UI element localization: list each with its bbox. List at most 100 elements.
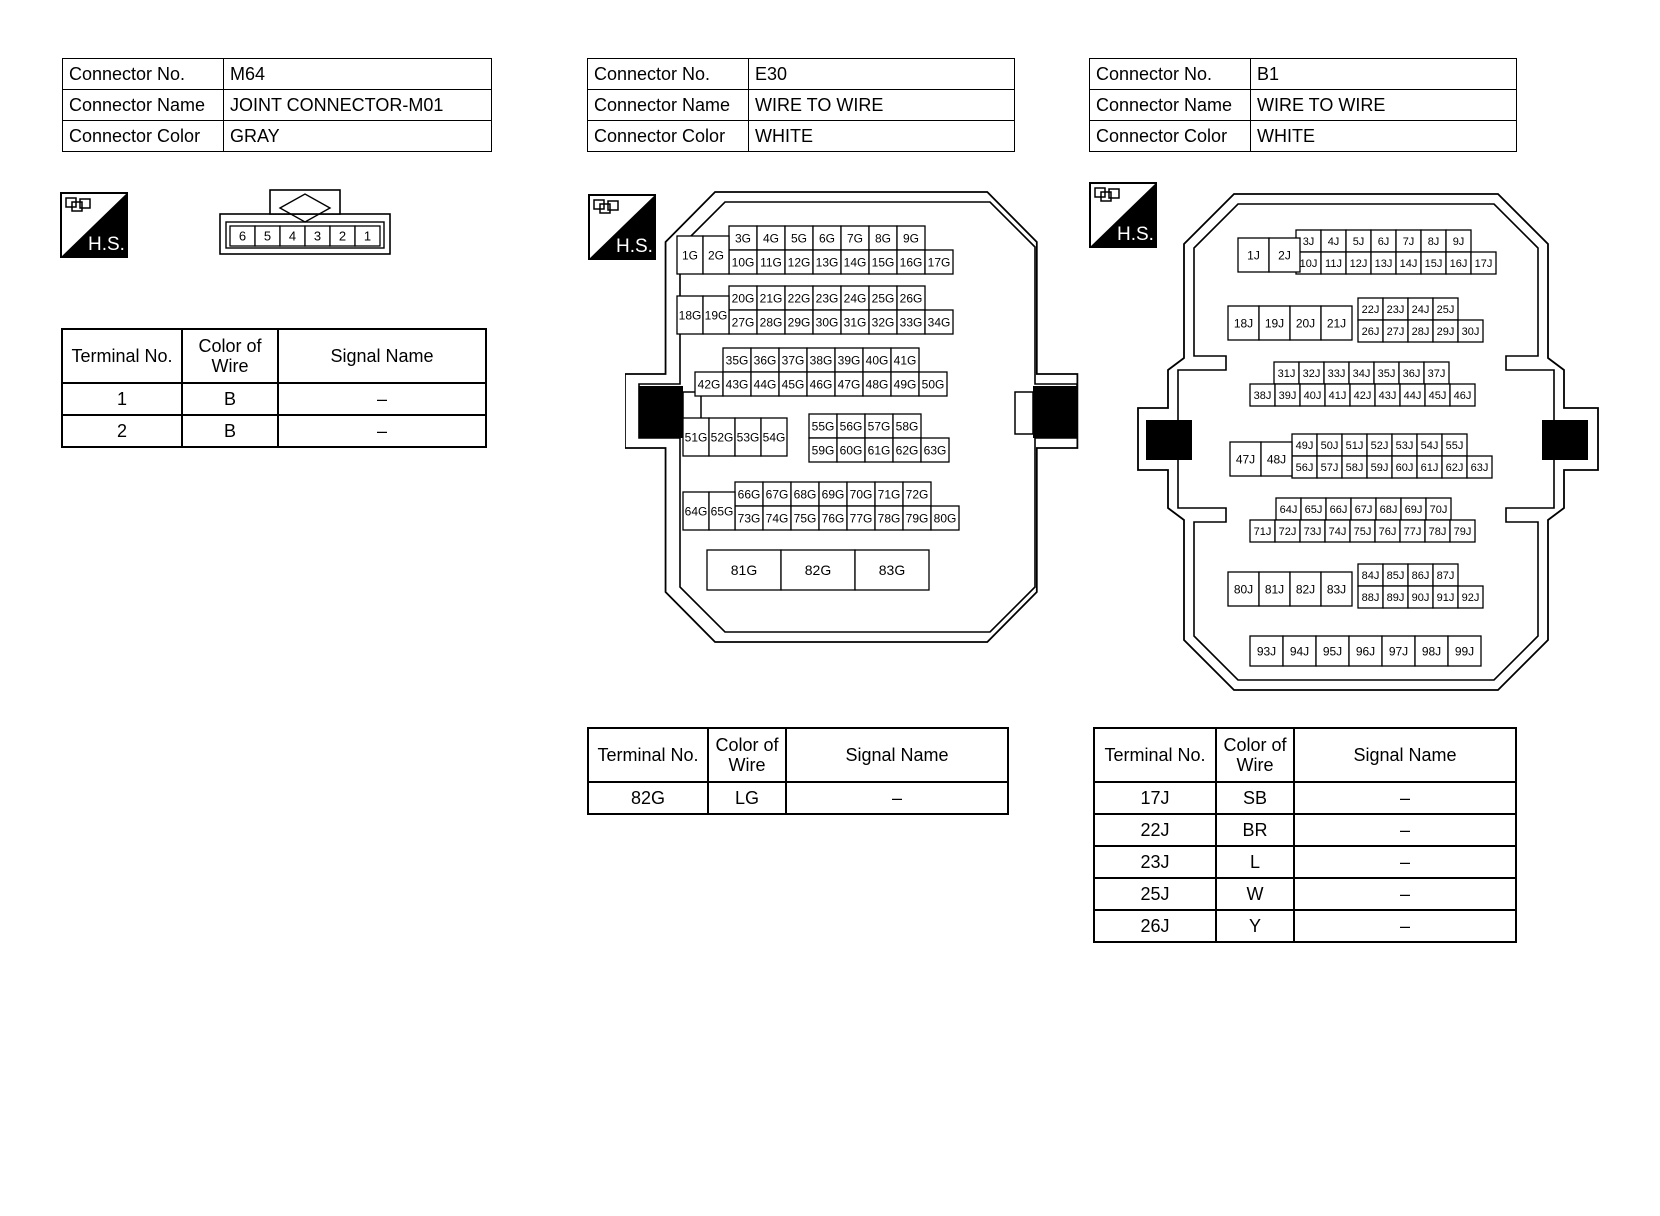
pin-label: 77G: [850, 511, 873, 525]
pin-label: 5J: [1353, 236, 1365, 248]
info-value: WHITE: [748, 120, 1015, 152]
info-value: WIRE TO WIRE: [748, 89, 1015, 121]
pin-cell: [1470, 251, 1497, 275]
signal-name-cell: –: [1293, 845, 1517, 879]
info-value: JOINT CONNECTOR-M01: [223, 89, 492, 121]
pin-label: 83G: [879, 562, 905, 578]
pin-label: 62J: [1446, 462, 1464, 474]
pin-label: 51J: [1346, 440, 1364, 452]
pin-label: 10J: [1300, 258, 1318, 270]
pin-label: 71J: [1254, 526, 1272, 538]
pin-cell: [706, 549, 782, 591]
pin-cell: [818, 481, 848, 507]
pin-label: 56J: [1296, 462, 1314, 474]
pin-label: 19G: [705, 308, 728, 322]
pin-label: 72G: [906, 487, 929, 501]
pin-cell: [1449, 383, 1476, 407]
pin-cell: [896, 309, 926, 335]
pin-label: 78J: [1429, 526, 1447, 538]
pin-label: 69G: [822, 487, 845, 501]
pin-cell: [918, 371, 948, 397]
pin-label: 35G: [726, 353, 749, 367]
pin-label: 18G: [679, 308, 702, 322]
info-value: GRAY: [223, 120, 492, 152]
pin-label: 10G: [732, 255, 755, 269]
pin-cell: [750, 347, 780, 373]
pin-cell: [784, 309, 814, 335]
pin-label: 60G: [840, 443, 863, 457]
pin-label: 88J: [1362, 592, 1380, 604]
pin-label: 23G: [816, 291, 839, 305]
pin-label: 12J: [1350, 258, 1368, 270]
pin-label: 46J: [1454, 390, 1472, 402]
wire-color-cell: SB: [1215, 781, 1295, 815]
pin-label: 12G: [788, 255, 811, 269]
pin-label: 50J: [1321, 440, 1339, 452]
pin-label: 27J: [1387, 326, 1405, 338]
info-key: Connector No.: [587, 58, 749, 90]
pin-label: 9J: [1453, 236, 1465, 248]
pin-cell: [854, 549, 930, 591]
pin-label: 2: [339, 229, 346, 244]
info-value: WHITE: [1250, 120, 1517, 152]
pin-cell: [806, 347, 836, 373]
wire-color-cell: B: [181, 382, 279, 416]
pin-cell: [1229, 441, 1262, 477]
pin-label: 57G: [868, 419, 891, 433]
pin-label: 79G: [906, 511, 929, 525]
pin-label: 41G: [894, 353, 917, 367]
pin-cell: [864, 413, 894, 439]
pin-label: 43J: [1379, 390, 1397, 402]
terminal-cell: 22J: [1093, 813, 1217, 847]
header-color: Color of Wire: [1215, 727, 1295, 783]
pin-label: 81G: [731, 562, 757, 578]
pin-label: 98J: [1422, 644, 1441, 658]
pin-label: 11G: [760, 255, 782, 269]
pin-label: 51G: [685, 430, 708, 444]
pin-cell: [840, 225, 870, 251]
pin-label: 73J: [1304, 526, 1322, 538]
pin-label: 21G: [760, 291, 783, 305]
pin-label: 22G: [788, 291, 811, 305]
pin-label: 25G: [872, 291, 895, 305]
pin-label: 14J: [1400, 258, 1418, 270]
pin-label: 42G: [698, 377, 721, 391]
pin-cell: [1320, 305, 1353, 341]
wire-color-cell: L: [1215, 845, 1295, 879]
pin-label: 17G: [928, 255, 951, 269]
signal-name-cell: –: [1293, 877, 1517, 911]
wire-color-cell: BR: [1215, 813, 1295, 847]
info-key: Connector Color: [1089, 120, 1251, 152]
pin-label: 22J: [1362, 304, 1380, 316]
pin-label: 39J: [1279, 390, 1297, 402]
hs-label: H.S.: [1117, 224, 1154, 245]
pin-label: 7G: [847, 231, 863, 245]
header-color: Color of Wire: [181, 328, 279, 384]
pin-label: 76G: [822, 511, 845, 525]
pin-label: 45G: [782, 377, 805, 391]
pin-label: 29G: [788, 315, 811, 329]
pin-label: 95J: [1323, 644, 1342, 658]
info-key: Connector Name: [587, 89, 749, 121]
pin-label: 66G: [738, 487, 761, 501]
pin-cell: [834, 371, 864, 397]
pin-label: 6G: [819, 231, 835, 245]
wire-color-cell: B: [181, 414, 279, 448]
pin-cell: [1457, 585, 1484, 609]
pin-cell: [778, 371, 808, 397]
header-terminal: Terminal No.: [587, 727, 709, 783]
info-key: Connector Color: [587, 120, 749, 152]
pin-label: 65J: [1305, 504, 1323, 516]
pin-label: 77J: [1404, 526, 1422, 538]
pin-label: 49G: [894, 377, 917, 391]
pin-cell: [790, 505, 820, 531]
pin-label: 20G: [732, 291, 755, 305]
pin-cell: [924, 249, 954, 275]
pin-label: 78G: [878, 511, 901, 525]
pin-label: 99J: [1455, 644, 1474, 658]
